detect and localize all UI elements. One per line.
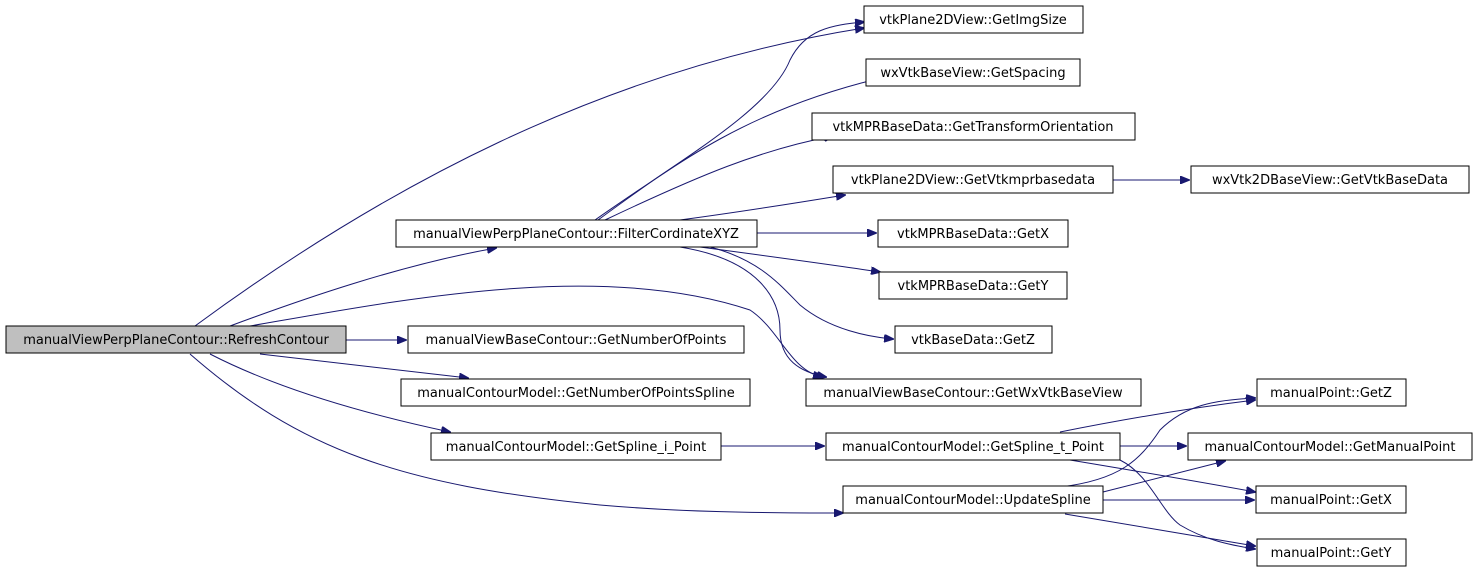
edge-filter-to-get-vtkmprbasedata: [679, 195, 845, 221]
svg-text:vtkBaseData::GetZ: vtkBaseData::GetZ: [911, 333, 1035, 348]
node-get-spline-t-point[interactable]: manualContourModel::GetSpline_t_Point: [825, 432, 1121, 461]
svg-text:manualViewPerpPlaneContour::Fi: manualViewPerpPlaneContour::FilterCordin…: [413, 227, 739, 242]
node-refresh-contour[interactable]: manualViewPerpPlaneContour::RefreshConto…: [5, 325, 347, 354]
svg-text:manualContourModel::GetManualP: manualContourModel::GetManualPoint: [1204, 440, 1455, 455]
edge-refresh-to-filter: [229, 248, 496, 327]
node-point-get-y[interactable]: manualPoint::GetY: [1256, 538, 1407, 567]
edge-refresh-to-number-of-points-spline: [259, 353, 468, 378]
node-get-vtkmprbasedata[interactable]: vtkPlane2DView::GetVtkmprbasedata: [832, 165, 1114, 194]
svg-text:manualContourModel::UpdateSpli: manualContourModel::UpdateSpline: [855, 493, 1090, 508]
node-get-manual-point[interactable]: manualContourModel::GetManualPoint: [1187, 432, 1473, 461]
node-get-img-size[interactable]: vtkPlane2DView::GetImgSize: [863, 5, 1084, 34]
nodes: manualViewPerpPlaneContour::RefreshConto…: [5, 5, 1473, 567]
edges: [189, 22, 1255, 549]
node-get-vtk-base-data[interactable]: wxVtk2DBaseView::GetVtkBaseData: [1190, 165, 1470, 194]
svg-text:manualPoint::GetY: manualPoint::GetY: [1271, 546, 1392, 561]
svg-text:manualViewPerpPlaneContour::Re: manualViewPerpPlaneContour::RefreshConto…: [23, 333, 329, 348]
svg-text:vtkMPRBaseData::GetTransformOr: vtkMPRBaseData::GetTransformOrientation: [832, 120, 1113, 135]
svg-text:wxVtk2DBaseView::GetVtkBaseDat: wxVtk2DBaseView::GetVtkBaseData: [1212, 173, 1448, 188]
svg-text:manualViewBaseContour::GetWxVt: manualViewBaseContour::GetWxVtkBaseView: [823, 386, 1123, 401]
node-point-get-z[interactable]: manualPoint::GetZ: [1256, 378, 1407, 407]
node-get-wx-vtk-base-view[interactable]: manualViewBaseContour::GetWxVtkBaseView: [805, 378, 1142, 407]
svg-text:vtkMPRBaseData::GetY: vtkMPRBaseData::GetY: [898, 279, 1049, 294]
edge-refresh-to-get-img-size: [194, 28, 864, 327]
edge-spline-t-to-point-z: [1059, 400, 1255, 433]
node-filter-cordinate-xyz[interactable]: manualViewPerpPlaneContour::FilterCordin…: [395, 219, 758, 248]
edge-filter-to-transform-orientation: [604, 136, 833, 221]
edge-filter-to-wx-vtk-base-view: [679, 246, 826, 377]
node-get-x-mpr[interactable]: vtkMPRBaseData::GetX: [877, 219, 1069, 248]
edge-filter-to-get-y-mpr: [699, 246, 880, 272]
svg-text:manualContourModel::GetSpline_: manualContourModel::GetSpline_i_Point: [446, 440, 706, 455]
edge-filter-to-get-spacing: [597, 79, 877, 221]
svg-text:manualContourModel::GetSpline_: manualContourModel::GetSpline_t_Point: [842, 440, 1104, 455]
node-get-number-of-points-spline[interactable]: manualContourModel::GetNumberOfPointsSpl…: [400, 378, 751, 407]
edge-refresh-to-wx-vtk-base-view: [249, 285, 822, 377]
node-point-get-x[interactable]: manualPoint::GetX: [1255, 485, 1407, 514]
node-get-y-mpr[interactable]: vtkMPRBaseData::GetY: [878, 271, 1068, 300]
edge-spline-t-to-point-y: [1119, 459, 1255, 549]
edge-update-to-point-z: [1059, 398, 1255, 488]
edge-filter-to-get-z-base: [709, 246, 893, 339]
svg-text:vtkMPRBaseData::GetX: vtkMPRBaseData::GetX: [897, 227, 1049, 242]
svg-text:manualPoint::GetX: manualPoint::GetX: [1270, 493, 1392, 508]
svg-text:manualContourModel::GetNumberO: manualContourModel::GetNumberOfPointsSpl…: [417, 386, 735, 401]
svg-text:wxVtkBaseView::GetSpacing: wxVtkBaseView::GetSpacing: [880, 66, 1065, 81]
edge-refresh-to-update-spline: [189, 353, 843, 513]
node-get-number-of-points[interactable]: manualViewBaseContour::GetNumberOfPoints: [407, 325, 745, 354]
node-get-transform-orientation[interactable]: vtkMPRBaseData::GetTransformOrientation: [811, 112, 1136, 141]
node-get-z-base[interactable]: vtkBaseData::GetZ: [894, 325, 1053, 354]
edge-refresh-to-get-spline-i-point: [209, 353, 450, 432]
node-get-spline-i-point[interactable]: manualContourModel::GetSpline_i_Point: [430, 432, 722, 461]
svg-text:manualPoint::GetZ: manualPoint::GetZ: [1270, 386, 1392, 401]
edge-update-to-manual-point: [1102, 461, 1225, 493]
edge-spline-t-to-point-x: [1069, 459, 1255, 492]
node-get-spacing[interactable]: wxVtkBaseView::GetSpacing: [865, 58, 1081, 87]
svg-text:vtkPlane2DView::GetImgSize: vtkPlane2DView::GetImgSize: [879, 13, 1067, 28]
node-update-spline[interactable]: manualContourModel::UpdateSpline: [842, 485, 1104, 514]
edge-update-to-point-y: [1064, 513, 1255, 546]
svg-text:vtkPlane2DView::GetVtkmprbased: vtkPlane2DView::GetVtkmprbasedata: [851, 173, 1095, 188]
svg-text:manualViewBaseContour::GetNumb: manualViewBaseContour::GetNumberOfPoints: [426, 333, 727, 348]
